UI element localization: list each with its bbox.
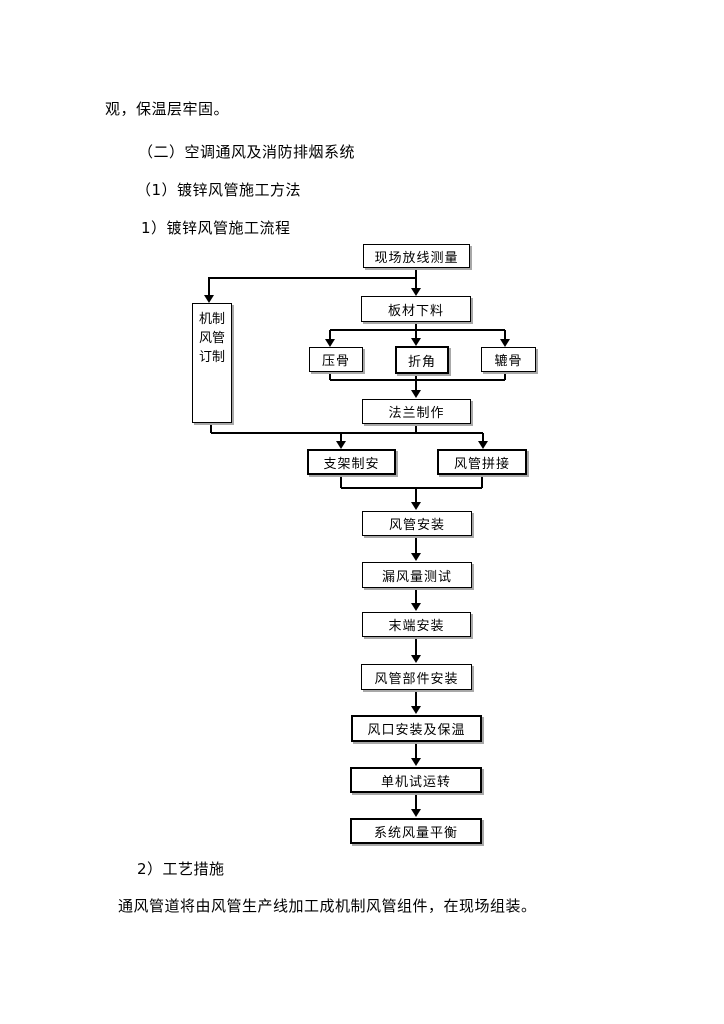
flow-node-system-air-balance: 系统风量平衡	[350, 818, 482, 844]
paragraph-measures: 通风管道将由风管生产线加工成机制风管组件，在现场组装。	[118, 897, 537, 915]
flow-node-duct-parts-installation: 风管部件安装	[361, 664, 472, 690]
flow-node-terminal-installation: 末端安装	[362, 612, 471, 637]
heading-measures: 2）工艺措施	[137, 860, 225, 878]
heading-section: （二）空调通风及消防排烟系统	[138, 143, 356, 161]
flow-node-single-machine-test: 单机试运转	[350, 767, 482, 793]
flow-node-duct-installation: 风管安装	[362, 511, 472, 536]
flow-node-seam-rolling: 辘骨	[481, 347, 536, 372]
heading-method: （1）镀锌风管施工方法	[136, 181, 302, 199]
flow-node-machine-duct-order: 机制风管订制	[192, 303, 232, 423]
flow-node-site-survey: 现场放线测量	[363, 244, 470, 268]
heading-flow: 1）镀锌风管施工流程	[141, 219, 291, 237]
flow-node-leakage-test: 漏风量测试	[362, 562, 472, 588]
flow-node-flange-making: 法兰制作	[362, 399, 471, 424]
paragraph-line: 观，保温层牢固。	[105, 100, 230, 118]
flow-node-sheet-cutting: 板材下料	[361, 296, 471, 322]
flow-node-duct-joining: 风管拼接	[437, 449, 527, 475]
flow-node-support-fabrication: 支架制安	[307, 449, 396, 475]
flow-node-rib-pressing: 压骨	[309, 347, 363, 372]
flow-node-outlet-install-insulation: 风口安装及保温	[351, 715, 482, 742]
flow-node-corner-folding: 折角	[395, 346, 449, 374]
